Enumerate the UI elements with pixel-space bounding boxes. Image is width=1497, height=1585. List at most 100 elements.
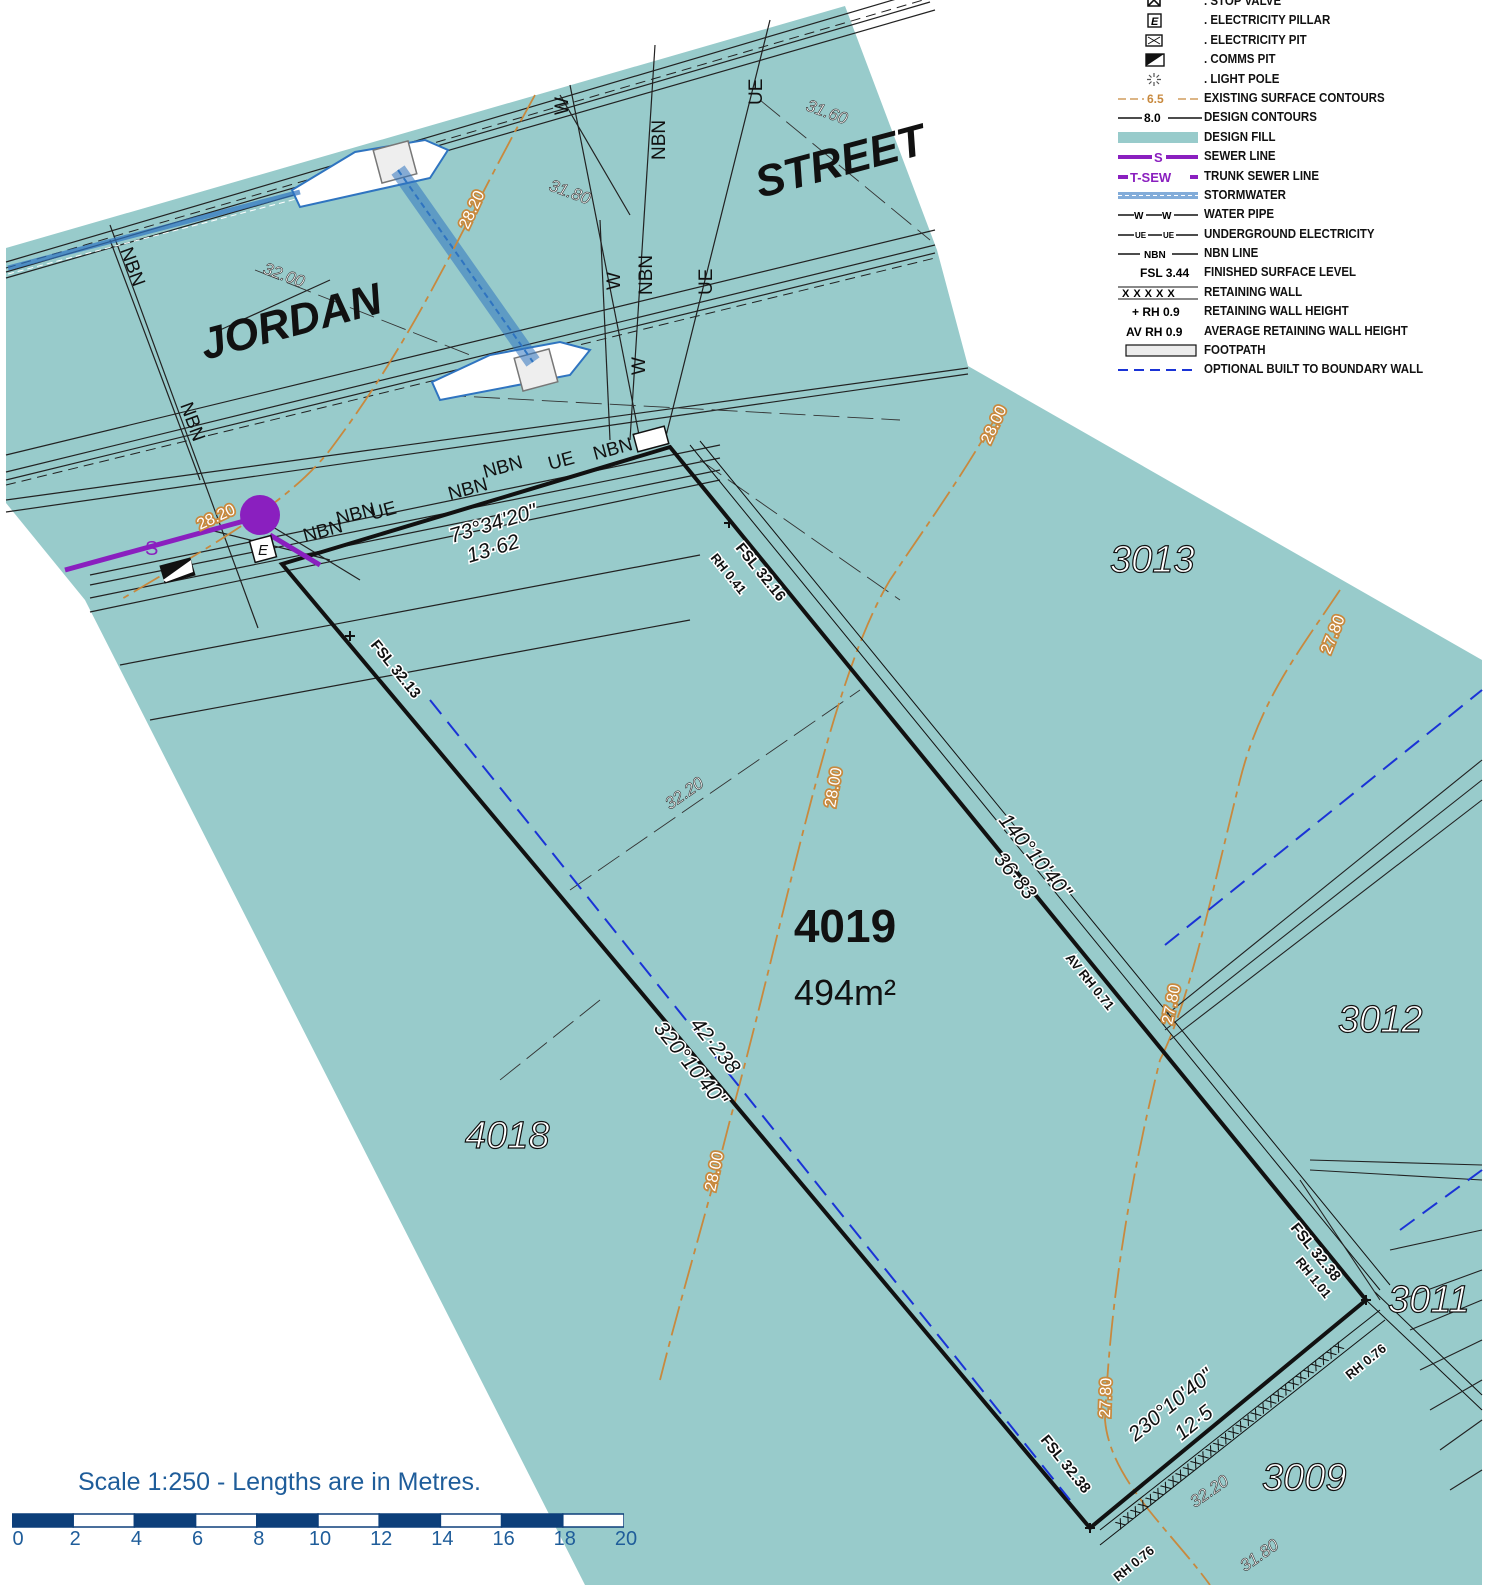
electricity-pillar-icon: E (1118, 11, 1202, 30)
svg-text:8.0: 8.0 (1144, 111, 1161, 125)
lot-area: 494m² (794, 972, 896, 1013)
stormwater-pits (7, 138, 592, 402)
legend-row: UE UE UNDERGROUND ELECTRICITY (1118, 225, 1478, 244)
legend-row: . LIGHT POLE (1118, 70, 1478, 89)
svg-text:3013: 3013 (1110, 539, 1195, 581)
scale-tick-label: 4 (130, 1528, 142, 1550)
legend-row: 8.0 DESIGN CONTOURS (1118, 108, 1478, 127)
legend-row: 6.5 EXISTING SURFACE CONTOURS (1118, 89, 1478, 108)
svg-text:W: W (1162, 211, 1172, 222)
scale-segment (12, 1513, 74, 1528)
legend-row: STORMWATER (1118, 186, 1478, 205)
scale-tick-label: 18 (553, 1528, 576, 1550)
design-fill-icon (1118, 128, 1202, 147)
legend-label: . STOP VALVE (1204, 0, 1282, 8)
scale-segment (72, 1513, 136, 1528)
road-lines (5, 0, 969, 721)
svg-text:XXXXX: XXXXX (1122, 288, 1179, 300)
legend-label: . COMMS PIT (1204, 52, 1276, 67)
legend-row: FSL 3.44 FINISHED SURFACE LEVEL (1118, 263, 1478, 282)
legend-row: OPTIONAL BUILT TO BOUNDARY WALL (1118, 360, 1478, 379)
light-pole-icon (1118, 70, 1202, 89)
nbn-line-icon: NBN (1118, 244, 1202, 263)
svg-text:FSL 3.44: FSL 3.44 (1140, 266, 1189, 280)
design-fill-area (6, 6, 1482, 1585)
legend-row: S SEWER LINE (1118, 147, 1478, 166)
svg-text:W: W (629, 357, 650, 375)
svg-text:UE: UE (746, 79, 767, 105)
sewer-label: S (145, 538, 158, 560)
footpath-icon (1118, 341, 1202, 360)
scale-segment (439, 1513, 503, 1528)
svg-text:3011: 3011 (1388, 1279, 1470, 1321)
legend-row: . COMMS PIT (1118, 50, 1478, 69)
existing-contours (119, 94, 1341, 1585)
scale-tick-label: 2 (69, 1528, 81, 1550)
scale-segment (256, 1513, 319, 1528)
scale-bar (12, 1513, 624, 1528)
svg-text:W: W (1134, 211, 1144, 222)
legend-label: TRUNK SEWER LINE (1204, 168, 1319, 183)
legend-row: E . ELECTRICITY PILLAR (1118, 11, 1478, 30)
underground-electricity-icon: UE UE (1118, 225, 1202, 244)
svg-text:AV RH 0.9: AV RH 0.9 (1126, 325, 1183, 339)
retaining-height-icon: + RH 0.9 (1118, 302, 1202, 321)
legend-label: STORMWATER (1204, 187, 1286, 202)
svg-text:NBN: NBN (649, 120, 670, 160)
svg-text:UE: UE (1163, 231, 1175, 240)
legend-label: SEWER LINE (1204, 149, 1276, 164)
scale-segment (133, 1513, 197, 1528)
legend-label: FOOTPATH (1204, 343, 1266, 358)
sewer-line-icon: S (1118, 147, 1202, 166)
legend-label: DESIGN CONTOURS (1204, 110, 1317, 125)
legend-label: FINISHED SURFACE LEVEL (1204, 265, 1357, 280)
svg-text:3009: 3009 (1262, 1457, 1347, 1499)
utility-pits: E (54, 208, 670, 584)
scale-title: Scale 1:250 - Lengths are in Metres. (78, 1468, 482, 1496)
legend-label: AVERAGE RETAINING WALL HEIGHT (1204, 323, 1408, 338)
svg-text:3012: 3012 (1338, 999, 1423, 1041)
legend-row: NBN NBN LINE (1118, 244, 1478, 263)
legend-label: . ELECTRICITY PIT (1204, 32, 1307, 47)
scale-tick-label: 16 (492, 1528, 515, 1550)
boundary-wall-icon (1118, 360, 1202, 379)
optional-boundary-wall-lines (429, 689, 1483, 1501)
svg-text:S: S (1154, 150, 1163, 165)
sewer-manhole (240, 495, 280, 535)
legend-label: UNDERGROUND ELECTRICITY (1204, 226, 1375, 241)
svg-text:NBN: NBN (636, 255, 657, 295)
scale-tick-label: 20 (614, 1528, 638, 1550)
existing-contour-icon: 6.5 (1118, 89, 1202, 108)
svg-text:UE: UE (1135, 231, 1147, 240)
legend-label: RETAINING WALL HEIGHT (1204, 304, 1349, 319)
scale-tick-label: 12 (370, 1528, 393, 1550)
legend-label: EXISTING SURFACE CONTOURS (1204, 90, 1385, 105)
scale-segment (562, 1513, 624, 1528)
legend-label: . ELECTRICITY PILLAR (1204, 13, 1331, 28)
svg-text:E: E (1151, 16, 1159, 28)
legend-row: . ELECTRICITY PIT (1118, 31, 1478, 50)
scale-segment (317, 1513, 380, 1528)
svg-text:NBN: NBN (1144, 250, 1166, 261)
trunk-sewer-icon: T-SEW (1118, 167, 1202, 186)
svg-text:W: W (604, 272, 625, 290)
electricity-pit-icon (1118, 31, 1202, 50)
legend-label: WATER PIPE (1204, 207, 1275, 222)
legend-row: DESIGN FILL (1118, 128, 1478, 147)
scale-tick-label: 6 (192, 1528, 204, 1550)
svg-text:6.5: 6.5 (1147, 92, 1164, 106)
legend-label: OPTIONAL BUILT TO BOUNDARY WALL (1204, 362, 1424, 377)
legend-label: NBN LINE (1204, 246, 1259, 261)
legend-row: AV RH 0.9 AVERAGE RETAINING WALL HEIGHT (1118, 322, 1478, 341)
scale-tick-label: 0 (12, 1528, 24, 1550)
design-contour-icon: 8.0 (1118, 108, 1202, 127)
stop-valve-icon (1118, 0, 1202, 11)
legend-row: FOOTPATH (1118, 341, 1478, 360)
svg-text:27.80: 27.80 (1097, 1377, 1115, 1418)
